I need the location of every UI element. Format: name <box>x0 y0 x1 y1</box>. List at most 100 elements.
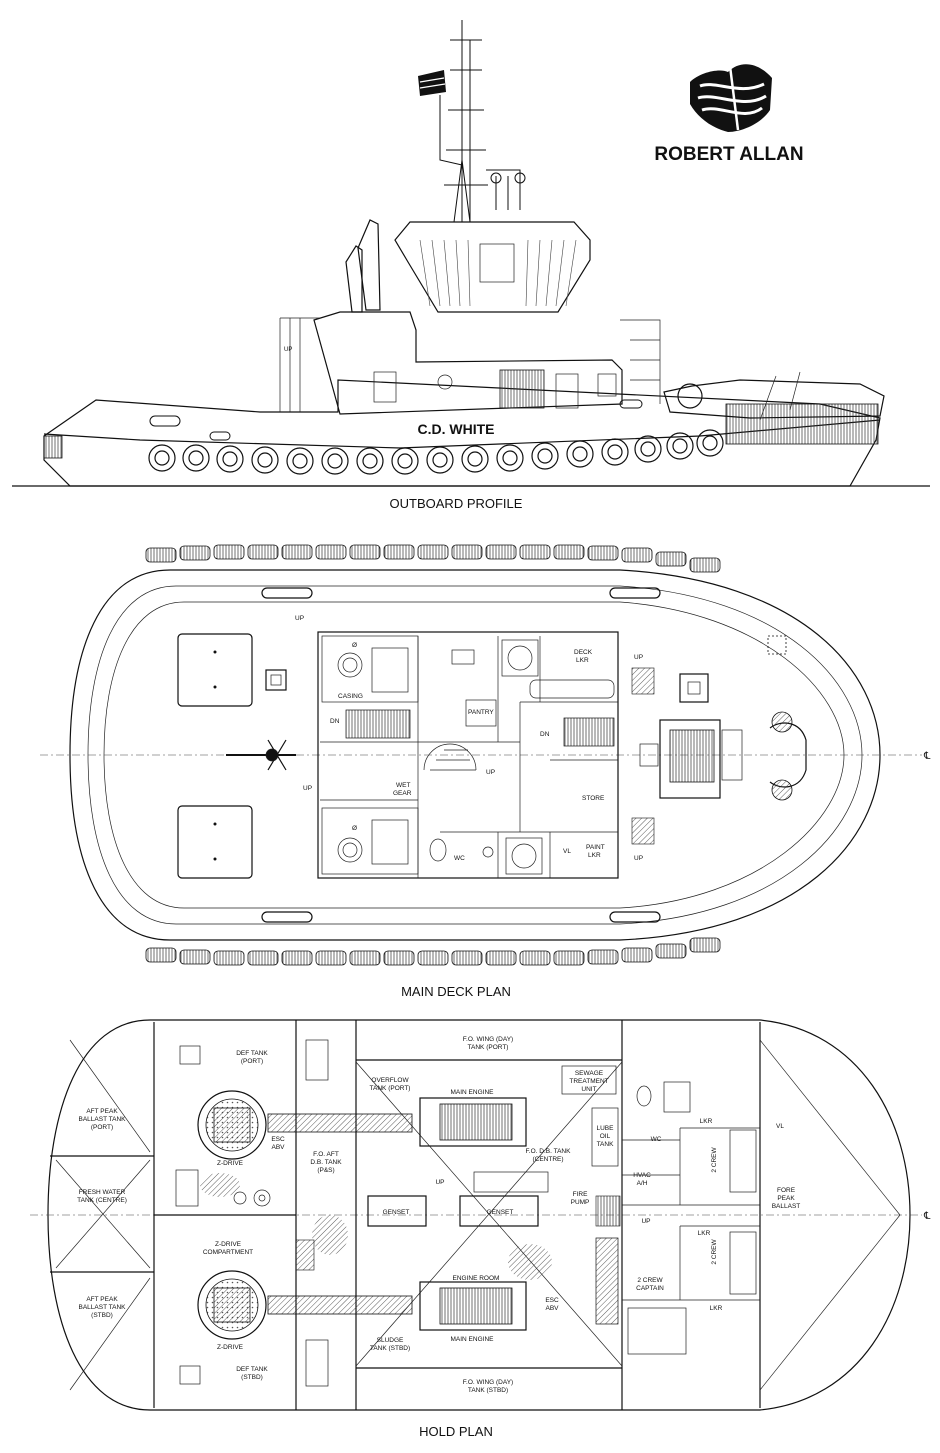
esc-fwd-2: ABV <box>545 1305 559 1312</box>
lkr-bot-label: LKR <box>710 1305 723 1312</box>
sewage-3: UNIT <box>581 1086 596 1093</box>
aft-peak-stbd-1: AFT PEAK <box>86 1296 118 1303</box>
drive-shaft-stbd <box>267 1295 413 1315</box>
mast <box>439 20 526 223</box>
esc-aft-2: ABV <box>271 1144 285 1151</box>
fodb-2: (CENTRE) <box>532 1156 563 1163</box>
genset-left-label: GENSET <box>383 1209 410 1216</box>
sewage-1: SEWAGE <box>575 1070 604 1077</box>
up-fwd-bot-label: UP <box>634 855 643 862</box>
z-drive-comp-1: Z-DRIVE <box>215 1241 242 1248</box>
outboard-profile-title: OUTBOARD PROFILE <box>390 496 523 511</box>
def-tank-port-1: DEF TANK <box>236 1050 268 1057</box>
fire-pump-1: FIRE <box>573 1191 588 1198</box>
deck-fenders-bottom <box>145 937 721 966</box>
up-left-label: UP <box>303 785 312 792</box>
towing-winch <box>639 719 743 799</box>
aft-hatch-stbd <box>177 805 253 879</box>
deck-fenders-top <box>145 544 721 573</box>
lkr-top-label: LKR <box>700 1118 713 1125</box>
aft-hatch-port <box>177 633 253 707</box>
sludge-2: TANK (STBD) <box>370 1345 410 1352</box>
aft-peak-port-3: (PORT) <box>91 1124 113 1131</box>
hold-centerline-symbol: ℄ <box>923 1211 931 1222</box>
drive-shaft-port <box>267 1113 413 1133</box>
fresh-water-1: FRESH WATER <box>79 1189 126 1196</box>
wing-port-2: TANK (PORT) <box>468 1044 509 1051</box>
sludge-1: SLUDGE <box>377 1337 404 1344</box>
esc-fwd-1: ESC <box>545 1297 559 1304</box>
wc-label: WC <box>454 855 465 862</box>
deck-centerline-symbol: ℄ <box>923 751 931 762</box>
hold-wc-label: WC <box>651 1136 662 1143</box>
fore-peak-1: FORE <box>777 1187 796 1194</box>
genset-right <box>459 1195 539 1227</box>
hold-up-right: UP <box>641 1218 650 1225</box>
def-tank-stbd-1: DEF TANK <box>236 1366 268 1373</box>
engine-room-label: ENGINE ROOM <box>453 1275 500 1282</box>
aft-peak-port-2: BALLAST TANK <box>79 1116 127 1123</box>
main-deck-plan-title: MAIN DECK PLAN <box>401 984 511 999</box>
up-top-label: UP <box>295 615 304 622</box>
up-stair-label: UP <box>486 769 495 776</box>
wing-stbd-1: F.O. WING (DAY) <box>463 1379 513 1386</box>
profile-up-label: UP <box>284 347 292 353</box>
lube-3: TANK <box>597 1141 615 1148</box>
lube-2: OIL <box>600 1133 611 1140</box>
wet-gear-label-1: WET <box>396 782 410 789</box>
phi-top-label: Ø <box>352 642 357 649</box>
main-engine-port <box>419 1097 527 1147</box>
esc-aft-1: ESC <box>271 1136 285 1143</box>
hvac-2: A/H <box>637 1180 648 1187</box>
wheelhouse <box>394 221 591 313</box>
z-drive-bot-label: Z-DRIVE <box>217 1344 244 1351</box>
crew-top-label: 2 CREW <box>711 1146 718 1172</box>
hull-tire-fenders <box>148 429 724 475</box>
dn-right-label: DN <box>540 731 550 738</box>
z-drive-stbd <box>197 1270 267 1340</box>
brand-name: ROBERT ALLAN <box>654 144 803 165</box>
phi-bot-label: Ø <box>352 825 357 832</box>
fo-aft-1: F.O. AFT <box>313 1151 339 1158</box>
wing-port-1: F.O. WING (DAY) <box>463 1036 513 1043</box>
lube-1: LUBE <box>597 1125 615 1132</box>
main-deck-plan: ℄ <box>40 544 931 999</box>
outboard-profile: C.D. WHITE UP OUTBOARD PROFILE <box>12 20 930 511</box>
main-engine-stbd <box>419 1281 527 1331</box>
hold-plan: ℄ <box>30 1019 931 1439</box>
genset-right-label: GENSET <box>487 1209 514 1216</box>
crew-mid-label: 2 CREW <box>711 1238 718 1264</box>
fore-peak-3: BALLAST <box>772 1203 801 1210</box>
hold-outer-hull <box>47 1019 911 1411</box>
def-tank-stbd-2: (STBD) <box>241 1374 263 1381</box>
vessel-name: C.D. WHITE <box>418 421 495 437</box>
fodb-1: F.O. D.B. TANK <box>526 1148 572 1155</box>
hold-vl-label: VL <box>776 1123 784 1130</box>
z-drive-port <box>197 1090 267 1160</box>
wet-gear-label-2: GEAR <box>393 790 412 797</box>
captain-1: 2 CREW <box>637 1277 663 1284</box>
def-tank-port-2: (PORT) <box>241 1058 263 1065</box>
hvac-1: HVAC <box>633 1172 651 1179</box>
z-drive-comp-2: COMPARTMENT <box>203 1249 253 1256</box>
up-fwd-top-label: UP <box>634 654 643 661</box>
sewage-2: TREATMENT <box>569 1078 608 1085</box>
main-engine-bot-label: MAIN ENGINE <box>451 1336 495 1343</box>
deck-lkr-label-1: DECK <box>574 649 593 656</box>
main-engine-top-label: MAIN ENGINE <box>451 1089 495 1096</box>
z-drive-top-label: Z-DRIVE <box>217 1160 244 1167</box>
paint-lkr-label-1: PAINT <box>586 844 605 851</box>
hold-plan-title: HOLD PLAN <box>419 1424 493 1439</box>
wing-stbd-2: TANK (STBD) <box>468 1387 508 1394</box>
deck-lkr-label-2: LKR <box>576 657 589 664</box>
bow-fender <box>663 379 885 419</box>
fire-pump-2: PUMP <box>571 1199 590 1206</box>
casing-label: CASING <box>338 693 363 700</box>
dn-left-label: DN <box>330 718 340 725</box>
aft-peak-port-1: AFT PEAK <box>86 1108 118 1115</box>
vl-label: VL <box>563 848 571 855</box>
fo-aft-2: D.B. TANK <box>310 1159 342 1166</box>
lkr-mid-label: LKR <box>698 1230 711 1237</box>
fresh-water-2: TANK (CENTRE) <box>77 1197 127 1204</box>
deckhouse-plan <box>317 631 619 879</box>
